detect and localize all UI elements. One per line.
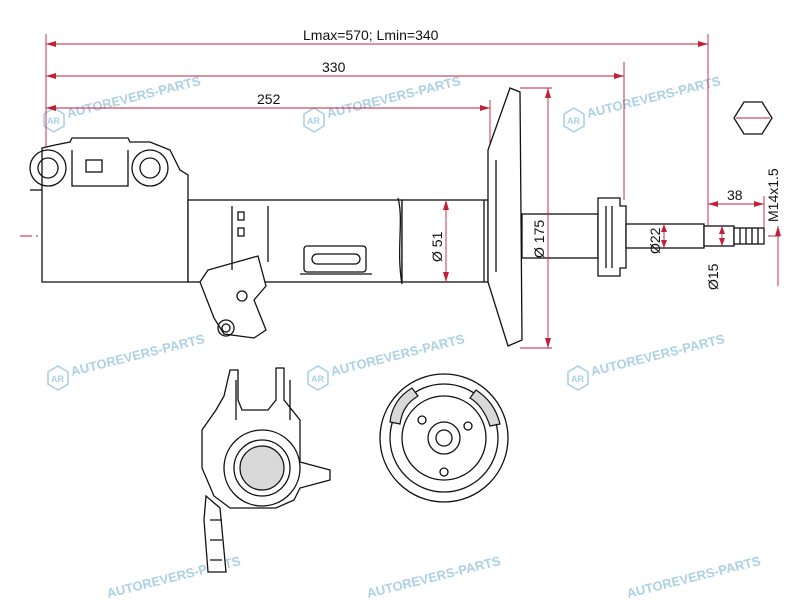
- svg-text:AUTOREVERS-PARTS: AUTOREVERS-PARTS: [329, 331, 466, 379]
- bracket-detail-view: [201, 367, 331, 573]
- body-diameter-label: Ø 51: [429, 231, 445, 262]
- length-330-label: 330: [322, 59, 346, 75]
- watermark-logo-icon: AR: [303, 107, 325, 133]
- watermark-logo-icon: AR: [567, 365, 589, 391]
- length-252-label: 252: [257, 91, 281, 107]
- svg-text:AUTOREVERS-PARTS: AUTOREVERS-PARTS: [325, 73, 462, 121]
- dimension-body-diameter: Ø 51: [429, 200, 449, 282]
- watermark-2: AR AUTOREVERS-PARTS: [303, 73, 462, 133]
- dimension-252: 252: [46, 91, 491, 160]
- rod-diameter-label: Ø22: [647, 227, 663, 254]
- tip-diameter-label: Ø15: [705, 263, 721, 290]
- watermark-logo-icon: AR: [563, 107, 585, 133]
- svg-text:AR: AR: [307, 116, 320, 126]
- dimension-overall-length: Lmax=570; Lmin=340: [45, 27, 709, 230]
- overall-length-label: Lmax=570; Lmin=340: [303, 27, 439, 43]
- watermark-3: AR AUTOREVERS-PARTS: [563, 73, 722, 133]
- watermark-logo-icon: AR: [43, 107, 65, 133]
- strut-side-view: [29, 87, 765, 347]
- dimension-330: 330: [46, 59, 625, 200]
- svg-text:AUTOREVERS-PARTS: AUTOREVERS-PARTS: [65, 73, 202, 121]
- dimension-thread-spec: M14x1.5: [765, 168, 781, 286]
- watermark-4: AR AUTOREVERS-PARTS: [47, 331, 206, 391]
- thread-length-label: 38: [727, 187, 743, 203]
- dimension-rod-diameter: Ø22: [647, 224, 667, 254]
- svg-text:AUTOREVERS-PARTS: AUTOREVERS-PARTS: [365, 553, 502, 600]
- watermark-9: AUTOREVERS-PARTS: [625, 553, 762, 600]
- svg-text:AUTOREVERS-PARTS: AUTOREVERS-PARTS: [625, 553, 762, 600]
- watermark-8: AUTOREVERS-PARTS: [365, 553, 502, 600]
- svg-text:AR: AR: [567, 116, 580, 126]
- dimension-tip-diameter: Ø15: [705, 226, 725, 290]
- watermark-1: AR AUTOREVERS-PARTS: [43, 73, 202, 133]
- dimension-seat-diameter: Ø 175: [520, 87, 552, 349]
- svg-text:AUTOREVERS-PARTS: AUTOREVERS-PARTS: [589, 331, 726, 379]
- svg-text:AR: AR: [47, 116, 60, 126]
- svg-text:AUTOREVERS-PARTS: AUTOREVERS-PARTS: [69, 331, 206, 379]
- seat-diameter-label: Ø 175: [531, 220, 547, 258]
- hex-nut-end-view: [733, 101, 773, 135]
- svg-text:AR: AR: [311, 374, 324, 384]
- watermark-logo-icon: AR: [307, 365, 329, 391]
- dimension-thread-length: 38: [708, 187, 765, 228]
- svg-text:AUTOREVERS-PARTS: AUTOREVERS-PARTS: [585, 73, 722, 121]
- svg-text:AR: AR: [571, 374, 584, 384]
- watermark-logo-icon: AR: [47, 365, 69, 391]
- thread-spec-label: M14x1.5: [765, 168, 781, 222]
- svg-text:AR: AR: [51, 374, 64, 384]
- top-mount-plate-view: [379, 373, 509, 503]
- watermark-6: AR AUTOREVERS-PARTS: [567, 331, 726, 391]
